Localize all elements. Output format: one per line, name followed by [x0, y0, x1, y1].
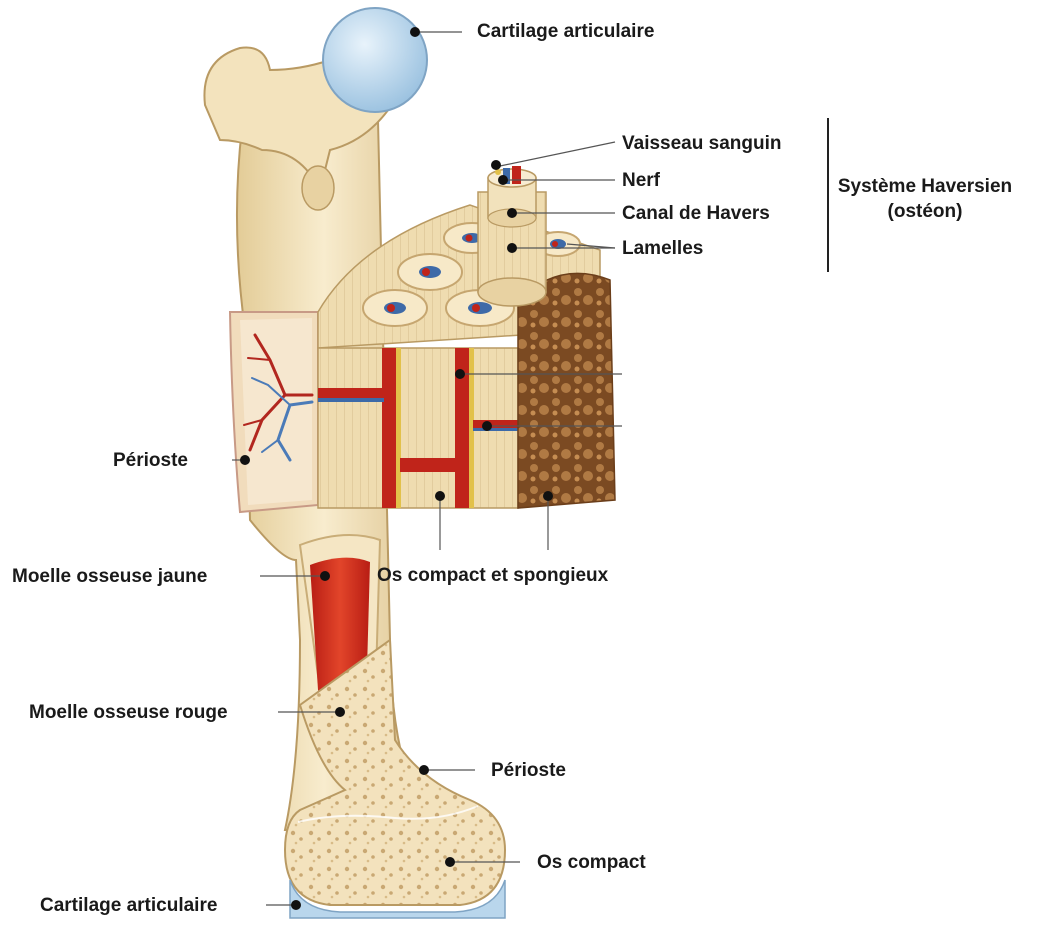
label-perioste-right: Périoste — [491, 761, 566, 780]
trochanter-bump — [302, 166, 334, 210]
label-moelle-rouge: Moelle osseuse rouge — [29, 703, 228, 722]
label-lamelles: Lamelles — [622, 239, 703, 258]
label-osteon: (ostéon) — [836, 202, 1014, 221]
femoral-head-cartilage — [323, 8, 427, 112]
label-os-compact-spongieux: Os compact et spongieux — [377, 566, 608, 585]
label-cartilage-top: Cartilage articulaire — [477, 22, 654, 41]
label-os-compact: Os compact — [537, 853, 646, 872]
label-moelle-jaune: Moelle osseuse jaune — [12, 567, 207, 586]
periosteum-inner — [240, 318, 312, 505]
label-nerf: Nerf — [622, 171, 660, 190]
label-canal-de-havers: Canal de Havers — [622, 204, 770, 223]
label-perioste-left: Périoste — [113, 451, 188, 470]
label-vaisseau-sanguin: Vaisseau sanguin — [622, 134, 781, 153]
spongy-bone-block — [518, 273, 615, 508]
osteon-cylinder — [478, 166, 546, 306]
label-cartilage-bottom: Cartilage articulaire — [40, 896, 217, 915]
label-systeme-haversien: Système Haversien — [836, 177, 1014, 196]
